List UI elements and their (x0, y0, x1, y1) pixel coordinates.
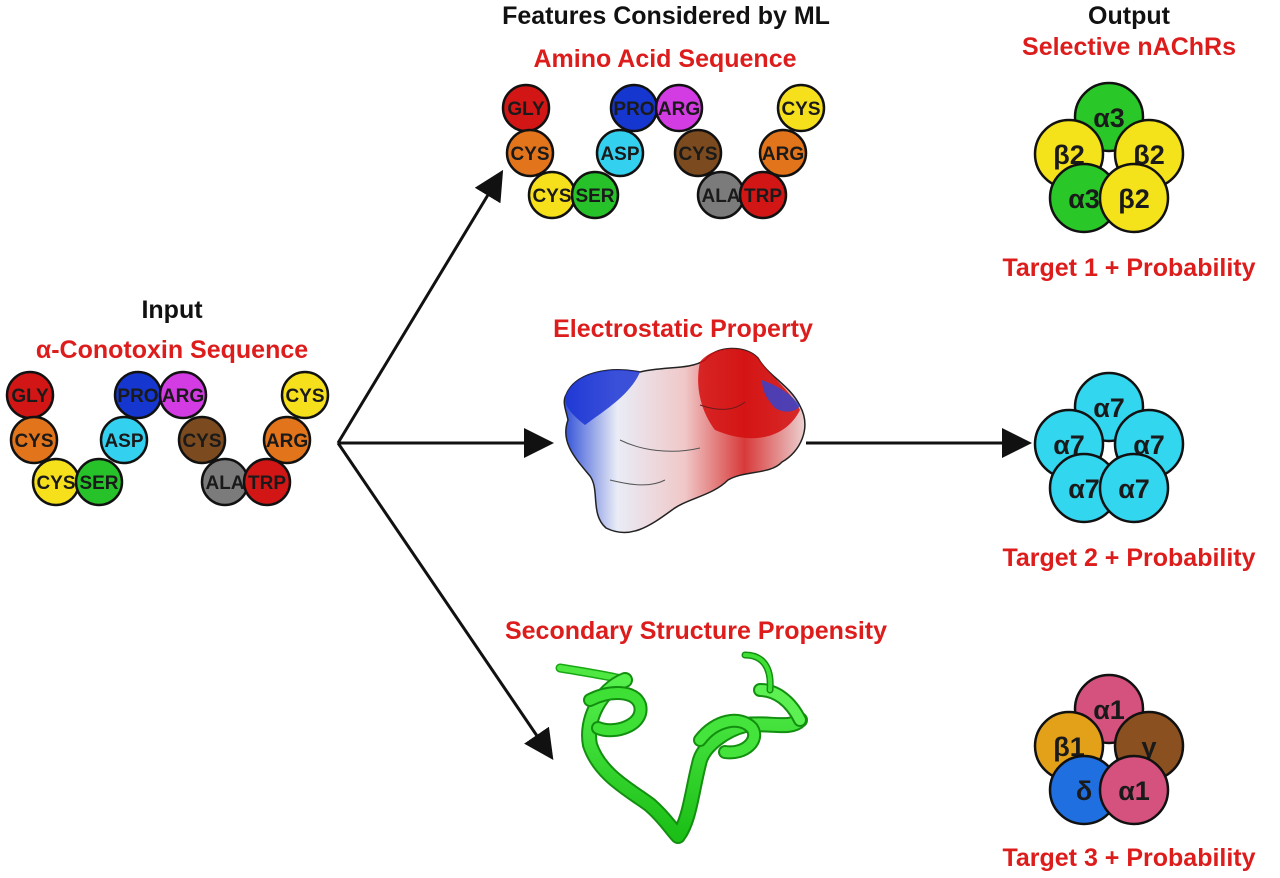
feature-residue-label: TRP (744, 186, 782, 207)
subunit-label: α7 (1068, 474, 1100, 504)
feature-residue-label: ASP (600, 144, 639, 165)
flow-arrows (336, 169, 1032, 760)
feature-residue-label: CYS (510, 144, 549, 165)
feature-residue-label: CYS (532, 186, 571, 207)
electrostatic-surface (563, 347, 806, 534)
feature-residue-circle (505, 128, 555, 178)
input-residue-label: CYS (285, 386, 324, 407)
target-1-label: Target 1 + Probability (1002, 254, 1256, 282)
input-residue-label: CYS (36, 473, 75, 494)
input-residue-label: PRO (117, 386, 158, 407)
input-residue-label: CYS (14, 431, 53, 452)
input-residue-circle (242, 457, 292, 507)
input-residue-circle (280, 370, 330, 420)
feature-residue-label: GLY (507, 99, 545, 120)
input-heading: Input (141, 296, 203, 324)
subunit-circle (1098, 754, 1170, 826)
features-heading: Features Considered by ML (502, 2, 830, 30)
input-residue-label: ARG (162, 386, 204, 407)
arrow-to-secondary-structure (336, 442, 554, 760)
input-residue-label: SER (79, 473, 118, 494)
input-residue-circle (99, 415, 149, 465)
feature-residue-circle (673, 128, 723, 178)
input-residue-label: ARG (266, 431, 308, 452)
subunit-label: α1 (1093, 695, 1125, 725)
subunit-label: α3 (1093, 103, 1125, 133)
feature-residue-label: ARG (762, 144, 804, 165)
input-residue-circle (158, 370, 208, 420)
secondary-structure-ribbon (555, 651, 808, 844)
input-residue-label: TRP (248, 473, 286, 494)
feature-residue-label: CYS (678, 144, 717, 165)
feature-residue-label: CYS (781, 99, 820, 120)
output-subtitle: Selective nAChRs (1022, 33, 1236, 61)
amino-acid-title: Amino Acid Sequence (533, 45, 797, 73)
feature-residue-circle (595, 128, 645, 178)
feature-residue-circle (776, 83, 826, 133)
subunit-label: δ (1076, 776, 1092, 806)
subunit-label: α7 (1093, 393, 1125, 423)
input-residue-circle (9, 415, 59, 465)
subunit-circle (1098, 162, 1170, 234)
subunit-label: γ (1141, 732, 1156, 762)
subunit-label: α1 (1118, 776, 1150, 806)
input-residue-label: ASP (104, 431, 143, 452)
electrostatic-title: Electrostatic Property (553, 315, 813, 343)
target-2-label: Target 2 + Probability (1002, 544, 1256, 572)
feature-residue-circle (570, 170, 620, 220)
subunit-label: α3 (1068, 184, 1100, 214)
input-residue-label: GLY (11, 386, 49, 407)
feature-residue-circle (654, 83, 704, 133)
input-residue-circle (177, 415, 227, 465)
subunit-label: α7 (1118, 474, 1150, 504)
input-residue-label: CYS (182, 431, 221, 452)
input-title: α-Conotoxin Sequence (35, 336, 309, 364)
target-3-label: Target 3 + Probability (1002, 844, 1256, 872)
feature-residue-circle (738, 170, 788, 220)
input-residue-circle (262, 415, 312, 465)
feature-residue-label: PRO (613, 99, 654, 120)
input-residue-circle (74, 457, 124, 507)
secondary-structure-title: Secondary Structure Propensity (504, 617, 888, 645)
arrow-to-amino-acid (336, 169, 504, 444)
feature-residue-circle (758, 128, 808, 178)
output-heading: Output (1088, 2, 1170, 30)
input-residue-label: ALA (205, 473, 244, 494)
feature-residue-label: SER (575, 186, 614, 207)
feature-residue-label: ARG (658, 99, 700, 120)
feature-residue-label: ALA (701, 186, 740, 207)
subunit-label: β2 (1118, 184, 1150, 214)
subunit-circle (1098, 452, 1170, 524)
